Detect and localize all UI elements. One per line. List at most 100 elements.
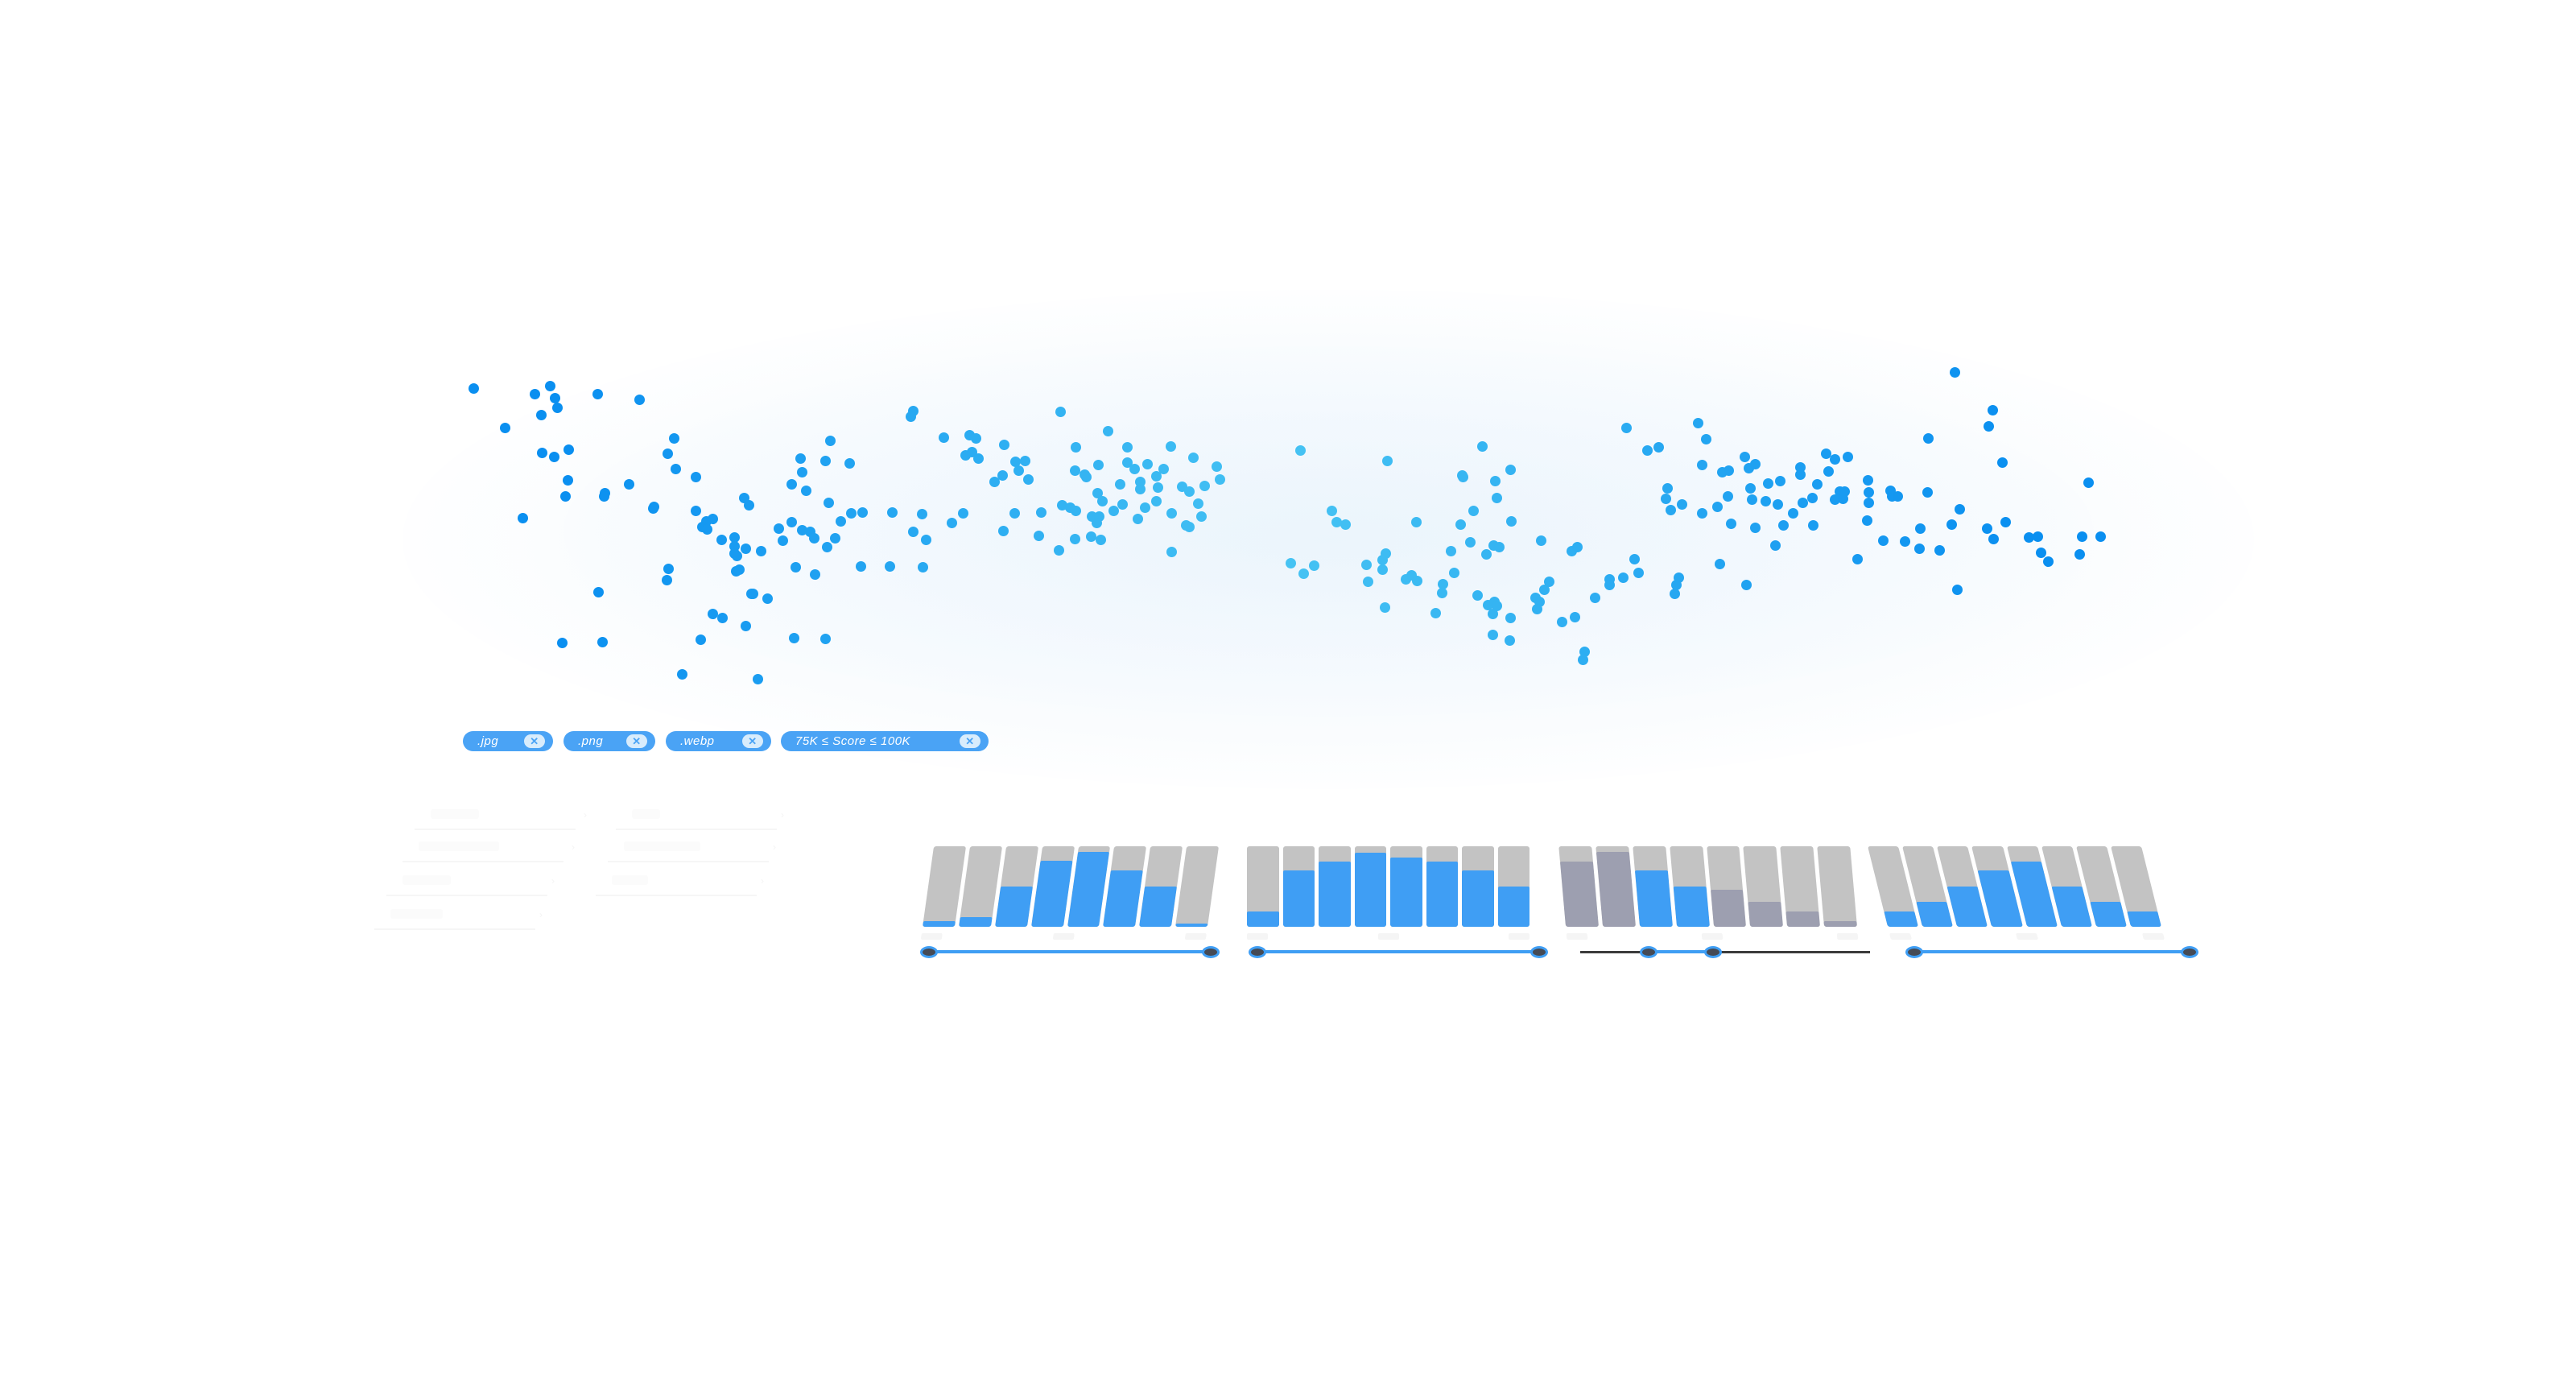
scatter-point[interactable]: [1134, 483, 1146, 494]
histogram-bin[interactable]: [1067, 846, 1111, 927]
scatter-point[interactable]: [1092, 487, 1103, 498]
scatter-point[interactable]: [695, 634, 706, 645]
scatter-point[interactable]: [1331, 516, 1342, 527]
scatter-point[interactable]: [829, 532, 840, 544]
scatter-point[interactable]: [592, 586, 604, 597]
scatter-point[interactable]: [946, 517, 957, 528]
scatter-point[interactable]: [1922, 486, 1933, 498]
scatter-point[interactable]: [972, 453, 984, 464]
scatter-point[interactable]: [1604, 579, 1615, 590]
scatter-point[interactable]: [998, 439, 1009, 450]
scatter-point[interactable]: [857, 506, 868, 518]
scatter-point[interactable]: [549, 392, 560, 403]
scatter-point[interactable]: [755, 545, 766, 556]
scatter-point[interactable]: [1662, 482, 1673, 494]
scatter-point[interactable]: [1108, 505, 1119, 516]
scatter-point[interactable]: [1842, 451, 1853, 462]
scatter-point[interactable]: [1696, 459, 1707, 470]
scatter-point[interactable]: [1056, 499, 1067, 510]
scatter-point[interactable]: [1633, 567, 1644, 578]
scatter-point[interactable]: [1448, 567, 1459, 578]
scatter-point[interactable]: [2042, 556, 2054, 567]
scatter-point[interactable]: [716, 534, 727, 545]
scatter-point[interactable]: [1455, 519, 1466, 530]
scatter-point[interactable]: [468, 382, 479, 394]
histogram-bin[interactable]: [1633, 846, 1673, 927]
scatter-point[interactable]: [1437, 578, 1448, 589]
scatter-point[interactable]: [1670, 579, 1682, 590]
scatter-point[interactable]: [997, 469, 1008, 481]
scatter-point[interactable]: [559, 490, 571, 502]
scatter-point[interactable]: [777, 535, 788, 546]
scatter-point[interactable]: [752, 673, 763, 684]
scatter-point[interactable]: [989, 476, 1000, 487]
scatter-point[interactable]: [1487, 629, 1498, 640]
scatter-point[interactable]: [905, 411, 916, 422]
scatter-point[interactable]: [1692, 417, 1703, 428]
scatter-point[interactable]: [1829, 453, 1840, 465]
scatter-point[interactable]: [2000, 516, 2011, 527]
scatter-point[interactable]: [1139, 502, 1150, 513]
scatter-point[interactable]: [917, 561, 928, 572]
scatter-point[interactable]: [1769, 539, 1781, 551]
scatter-point[interactable]: [835, 515, 846, 527]
scatter-point[interactable]: [855, 560, 866, 572]
scatter-point[interactable]: [1665, 504, 1676, 515]
range-slider[interactable]: [1905, 945, 2198, 961]
scatter-point[interactable]: [1589, 592, 1600, 603]
scatter-point[interactable]: [707, 608, 718, 619]
slider-max-handle[interactable]: [2181, 946, 2198, 958]
scatter-point[interactable]: [821, 541, 832, 552]
histogram-bin[interactable]: [1780, 846, 1821, 927]
scatter-point[interactable]: [1152, 482, 1163, 493]
scatter-point[interactable]: [1777, 519, 1789, 531]
scatter-point[interactable]: [1740, 579, 1752, 590]
scatter-point[interactable]: [1476, 440, 1488, 452]
scatter-point[interactable]: [907, 526, 919, 537]
histogram-bin[interactable]: [1390, 846, 1422, 927]
histogram-bin[interactable]: [1319, 846, 1351, 927]
scatter-point[interactable]: [1807, 519, 1818, 531]
histogram-bin[interactable]: [1282, 846, 1315, 927]
scatter-point[interactable]: [1811, 478, 1823, 490]
scatter-point[interactable]: [1308, 560, 1319, 571]
scatter-point[interactable]: [886, 506, 898, 518]
scatter-point[interactable]: [1837, 493, 1848, 504]
scatter-point[interactable]: [1922, 432, 1934, 444]
scatter-point[interactable]: [1949, 366, 1960, 378]
slider-track[interactable]: [1580, 951, 1870, 953]
scatter-point[interactable]: [1996, 457, 2008, 468]
scatter-point[interactable]: [690, 505, 701, 516]
scatter-point[interactable]: [1362, 576, 1373, 587]
scatter-point[interactable]: [1141, 458, 1153, 469]
scatter-point[interactable]: [1445, 545, 1456, 556]
close-icon[interactable]: ✕: [960, 734, 980, 748]
scatter-point[interactable]: [1013, 465, 1024, 476]
scatter-point[interactable]: [1744, 482, 1756, 494]
scatter-point[interactable]: [1877, 535, 1889, 546]
scatter-point[interactable]: [1714, 558, 1725, 569]
scatter-point[interactable]: [623, 478, 634, 490]
scatter-point[interactable]: [2032, 531, 2043, 542]
scatter-point[interactable]: [1150, 495, 1162, 506]
scatter-point[interactable]: [716, 612, 728, 623]
scatter-point[interactable]: [796, 466, 807, 477]
scatter-point[interactable]: [1457, 471, 1468, 482]
scatter-point[interactable]: [1199, 480, 1210, 491]
scatter-point[interactable]: [2074, 548, 2085, 560]
slider-min-handle[interactable]: [1905, 946, 1923, 958]
scatter-point[interactable]: [1095, 534, 1106, 545]
scatter-point[interactable]: [1069, 465, 1080, 476]
scatter-point[interactable]: [1294, 444, 1306, 456]
scatter-point[interactable]: [1053, 544, 1064, 556]
scatter-point[interactable]: [1852, 553, 1863, 564]
scatter-point[interactable]: [1298, 568, 1309, 579]
scatter-point[interactable]: [1739, 451, 1750, 462]
scatter-point[interactable]: [1722, 490, 1733, 502]
scatter-point[interactable]: [1863, 497, 1874, 508]
scatter-point[interactable]: [819, 633, 831, 644]
scatter-point[interactable]: [938, 432, 949, 443]
scatter-point[interactable]: [1410, 516, 1422, 527]
scatter-point[interactable]: [960, 449, 971, 461]
scatter-point[interactable]: [1556, 616, 1567, 627]
